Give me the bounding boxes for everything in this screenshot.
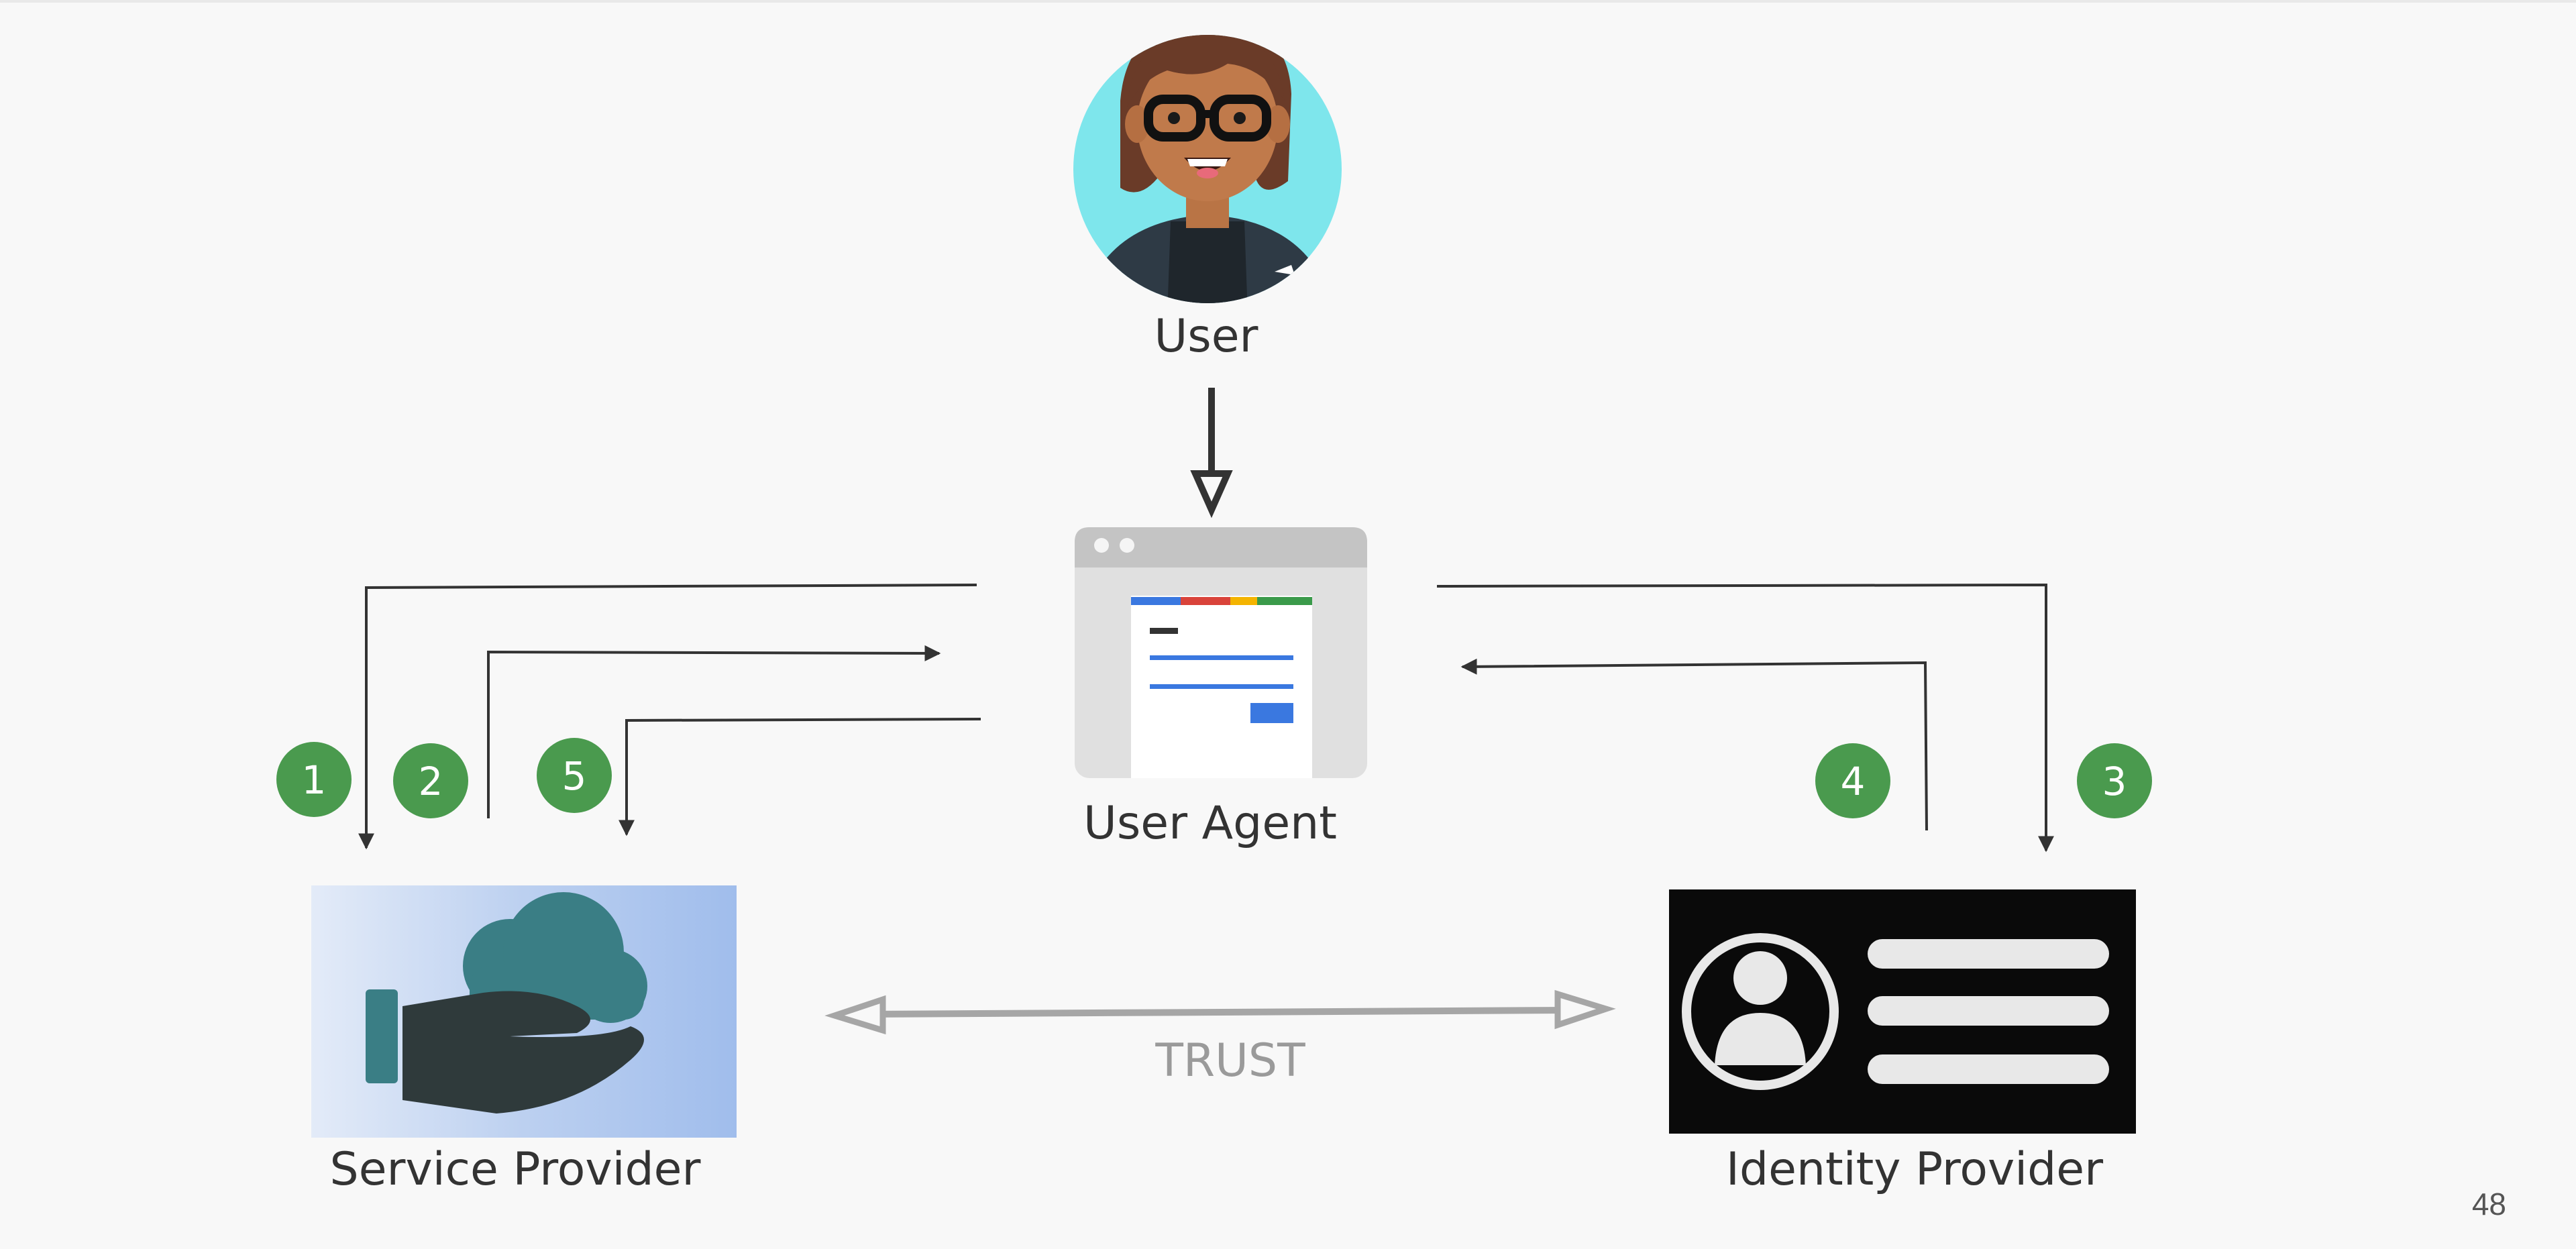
user-avatar-icon	[1073, 35, 1342, 303]
id-card-icon	[1669, 889, 2136, 1134]
page-number: 48	[2471, 1187, 2506, 1221]
user-agent-label: User Agent	[1083, 797, 1337, 850]
service-provider-label: Service Provider	[329, 1143, 701, 1196]
arrow-step-1	[358, 584, 977, 850]
step-badge-2: 2	[393, 743, 468, 818]
top-border	[0, 0, 2576, 3]
arrow-step-4	[1460, 658, 1928, 831]
hand-cloud-icon	[311, 885, 737, 1138]
svg-text:2: 2	[419, 759, 443, 804]
svg-text:3: 3	[2102, 759, 2127, 804]
trust-arrow	[824, 989, 1616, 1035]
trust-label: TRUST	[1155, 1034, 1305, 1087]
arrow-step-5	[619, 718, 981, 836]
step-badge-4: 4	[1815, 743, 1890, 818]
step-badge-3: 3	[2077, 743, 2152, 818]
arrow-step-3	[1436, 583, 2054, 853]
svg-text:5: 5	[562, 753, 587, 799]
arrow-step-2	[487, 645, 941, 818]
step-badge-1: 1	[276, 742, 352, 817]
flow-arrows	[358, 583, 2054, 853]
browser-window-icon	[1075, 527, 1367, 778]
svg-text:4: 4	[1841, 759, 1866, 804]
arrow-user-to-agent	[1190, 388, 1233, 519]
user-label: User	[1154, 310, 1258, 363]
identity-provider-label: Identity Provider	[1725, 1143, 2104, 1196]
svg-text:1: 1	[302, 757, 327, 803]
step-badge-5: 5	[537, 738, 612, 813]
